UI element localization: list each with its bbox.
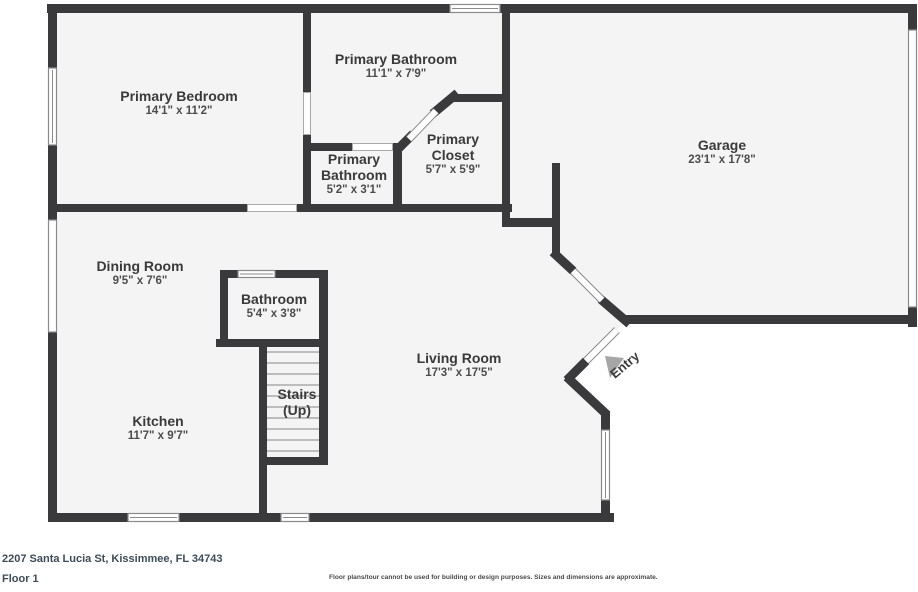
door-openings: [247, 92, 393, 212]
property-address: 2207 Santa Lucia St, Kissimmee, FL 34743: [2, 553, 223, 565]
room-label-primary-bathroom-small: Primary Bathroom 5'2" x 3'1": [316, 151, 392, 198]
wall-bedroom-divider-upper: [303, 4, 311, 92]
wall-bathroom-top-right: [275, 270, 327, 278]
room-label-primary-bedroom: Primary Bedroom 14'1" x 11'2": [120, 88, 237, 119]
wall-bathroom-right: [319, 270, 328, 465]
room-name: Primary Bedroom: [120, 88, 238, 104]
room-dimensions: 14'1" x 11'2": [145, 105, 213, 118]
wall-smallbath-right: [393, 143, 402, 212]
wall-smallbath-top: [303, 143, 352, 151]
stair-treads: [267, 351, 319, 452]
wall-diagonal-chamfer: [563, 373, 611, 419]
room-label-stairs: Stairs (Up): [268, 386, 326, 418]
opening-bedroom-door: [303, 92, 311, 135]
room-dimensions: 11'1" x 7'9": [365, 68, 427, 81]
room-name: Stairs (Up): [277, 386, 317, 419]
windows: [47, 3, 918, 523]
room-dimensions: 23'1" x 17'8": [688, 154, 756, 167]
room-dimensions: 17'3" x 17'5": [425, 367, 493, 380]
room-label-primary-closet: Primary Closet 5'7" x 5'9": [413, 131, 493, 178]
room-label-kitchen: Kitchen 11'7" x 9'7": [128, 413, 189, 444]
wall-bathroom-bottom: [216, 339, 319, 347]
wall-diagonal-closet-stub: [391, 130, 417, 156]
wall-diagonal-closet-upper: [429, 89, 461, 118]
wall-garage-bottom: [626, 315, 917, 324]
wall-stairs-left: [259, 347, 267, 522]
room-label-bathroom: Bathroom 5'4" x 3'8": [241, 291, 307, 322]
room-dimensions: 9'5" x 7'6": [112, 275, 168, 288]
opening-smallbath-door: [352, 143, 393, 151]
room-label-living-room: Living Room 17'3" x 17'5": [417, 350, 502, 381]
wall-diagonal-entry-left: [563, 357, 590, 384]
room-label-garage: Garage 23'1" x 17'8": [688, 137, 756, 168]
room-name: Primary Closet: [426, 131, 480, 164]
window-dining-left: [47, 219, 58, 333]
room-label-primary-bathroom: Primary Bathroom 11'1" x 7'9": [335, 51, 457, 82]
diagonal-doors: [406, 108, 620, 364]
diagonal-walls: [391, 89, 633, 419]
wall-hall-left: [502, 4, 510, 227]
room-name: Bathroom: [240, 291, 308, 307]
room-dimensions: 5'7" x 5'9": [425, 164, 481, 177]
wall-garage-hall: [552, 163, 560, 255]
disclaimer-text: Floor plans/tour cannot be used for buil…: [329, 574, 658, 581]
wall-bottom: [48, 513, 614, 522]
wall-bedroom-divider-lower: [303, 135, 311, 212]
wall-mid-right: [297, 204, 512, 212]
wall-mid-left: [48, 204, 247, 212]
room-name: Kitchen: [132, 413, 184, 429]
garage-door-opening: [907, 29, 918, 308]
wall-diagonal-hall-upper: [549, 248, 577, 275]
room-name: Living Room: [416, 350, 502, 366]
room-label-dining-room: Dining Room 9'5" x 7'6": [96, 258, 183, 289]
wall-bathroom-top-left: [220, 270, 238, 278]
wall-hall-bottom: [502, 218, 560, 227]
room-dimensions: 5'2" x 3'1": [326, 184, 382, 197]
wall-diagonal-vestibule: [597, 295, 633, 328]
wall-bathroom-left: [220, 270, 228, 347]
room-dimensions: 5'4" x 3'8": [246, 308, 302, 321]
room-name: Primary Bathroom: [334, 51, 458, 67]
room-name: Dining Room: [96, 258, 184, 274]
opening-dining-door: [247, 204, 297, 212]
floor-number-label: Floor 1: [2, 573, 39, 585]
room-name: Primary Bathroom: [320, 151, 388, 184]
entry-arrow-icon: [605, 356, 624, 378]
wall-right-top-stub: [908, 4, 917, 32]
wall-closet-top: [452, 94, 510, 102]
room-name: Garage: [697, 137, 747, 153]
room-dimensions: 11'7" x 9'7": [127, 430, 189, 443]
wall-stairs-bottom: [267, 457, 328, 465]
